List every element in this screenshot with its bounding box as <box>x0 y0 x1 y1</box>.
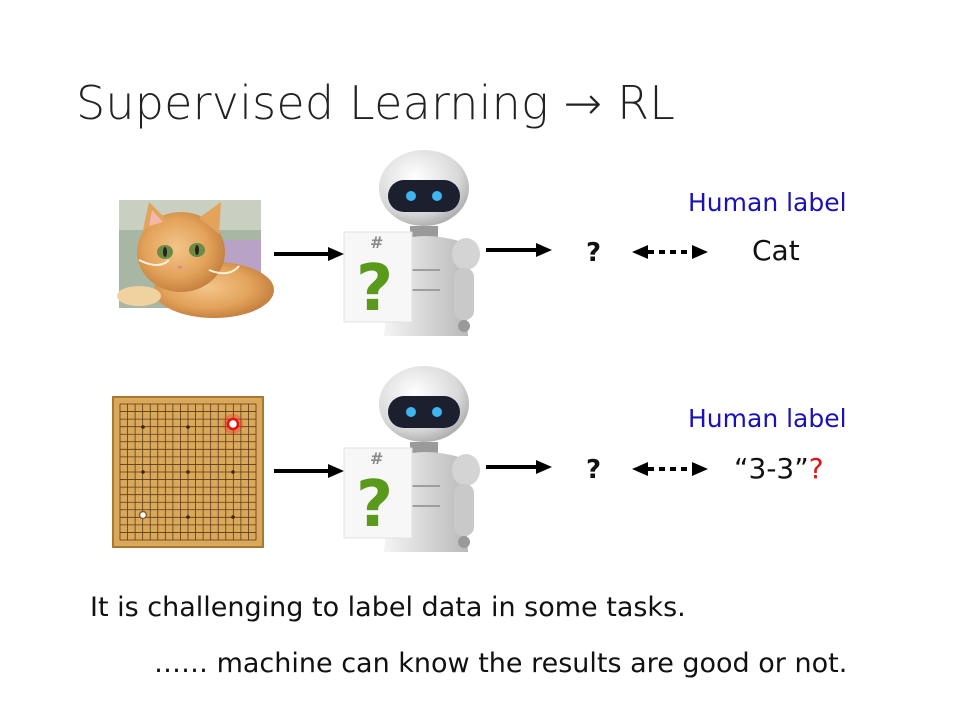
footer-line-2: …… machine can know the results are good… <box>154 648 848 679</box>
model-output: ? <box>586 455 602 485</box>
svg-text:#: # <box>370 233 383 252</box>
footer-line-1: It is challenging to label data in some … <box>90 592 686 623</box>
compare-arrow-icon <box>632 462 708 476</box>
human-label-title: Human label <box>688 404 847 433</box>
model-output: ? <box>586 238 602 268</box>
go-board-image <box>112 396 264 548</box>
arrow-right-icon <box>486 460 552 474</box>
human-label-value: “3-3”? <box>734 452 824 485</box>
svg-text:?: ? <box>356 252 393 326</box>
arrow-right-icon <box>486 243 552 257</box>
human-label-title: Human label <box>688 188 847 217</box>
human-label-value: Cat <box>752 234 800 267</box>
svg-text:?: ? <box>356 468 393 542</box>
human-label-text: Cat <box>752 234 800 267</box>
robot-icon: # ? <box>343 366 480 552</box>
arrow-right-icon <box>274 247 344 261</box>
kitten-image <box>117 200 274 318</box>
svg-text:#: # <box>370 449 383 468</box>
arrow-right-icon <box>274 464 344 478</box>
slide-title: Supervised Learning → RL <box>76 76 676 130</box>
compare-arrow-icon <box>632 245 708 259</box>
robot-icon: # ? <box>343 150 480 336</box>
uncertain-mark: ? <box>808 452 824 485</box>
human-label-text: “3-3” <box>734 452 809 485</box>
